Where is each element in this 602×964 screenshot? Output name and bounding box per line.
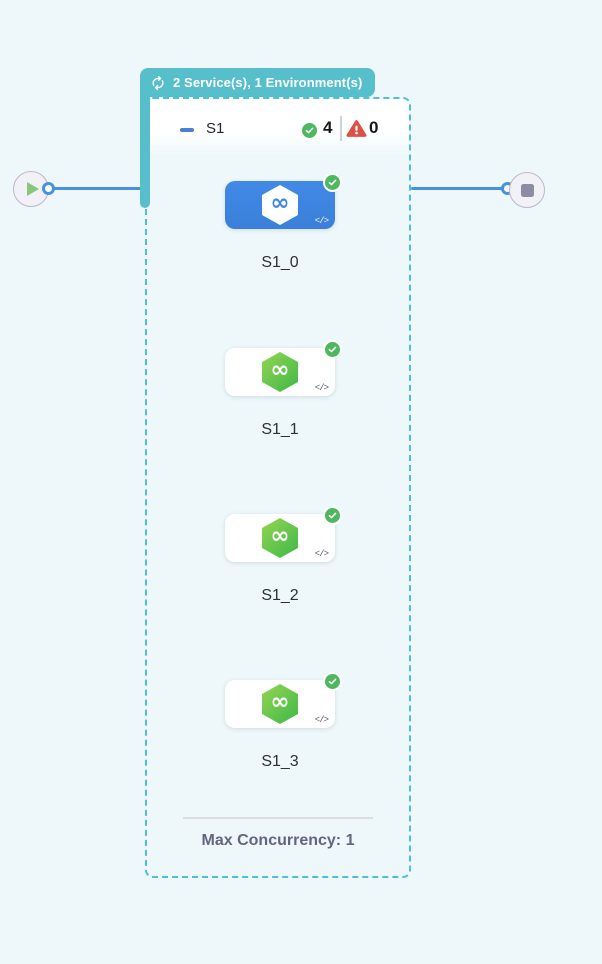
stage-services-badge[interactable]: 2 Service(s), 1 Environment(s) — [140, 68, 376, 97]
step-success-icon — [323, 672, 342, 691]
pipeline-end-node — [509, 172, 545, 208]
play-icon — [26, 182, 39, 196]
stage-group-container — [145, 97, 411, 878]
step-label: S1_2 — [261, 587, 299, 604]
stage-success-summary — [300, 121, 319, 140]
step-card-s1-2[interactable]: ∞ </> — [225, 506, 342, 562]
max-concurrency-label: Max Concurrency: 1 — [201, 832, 355, 849]
service-infinity-icon: ∞ — [262, 684, 298, 724]
stage-services-badge-label: 2 Service(s), 1 Environment(s) — [173, 75, 363, 90]
service-infinity-icon: ∞ — [262, 518, 298, 558]
step-card-s1-1[interactable]: ∞ </> — [225, 340, 342, 396]
stage-header-band — [147, 99, 409, 155]
stage-name[interactable]: S1 — [206, 120, 225, 137]
step-label: S1_0 — [261, 254, 299, 271]
edge-stage-to-end — [411, 187, 509, 190]
step-card-s1-0[interactable]: ∞ </> — [225, 173, 342, 229]
step-label: S1_3 — [261, 753, 299, 770]
start-connector-port — [42, 182, 55, 195]
edge-start-to-stage — [52, 187, 141, 190]
code-icon[interactable]: </> — [314, 383, 329, 393]
stage-badge-tab — [140, 96, 150, 208]
service-infinity-icon: ∞ — [262, 352, 298, 392]
warning-triangle-icon — [346, 119, 367, 144]
infinity-glyph: ∞ — [270, 689, 290, 715]
service-infinity-icon: ∞ — [262, 185, 298, 225]
infinity-glyph: ∞ — [270, 190, 290, 216]
step-success-icon — [323, 506, 342, 525]
code-icon[interactable]: </> — [314, 216, 329, 226]
failure-count: 0 — [369, 118, 379, 137]
step-label: S1_1 — [261, 421, 299, 438]
count-divider — [340, 116, 342, 141]
check-circle-icon — [300, 121, 319, 140]
footer-divider — [183, 817, 373, 819]
collapse-stage-icon[interactable] — [180, 128, 194, 132]
step-card-s1-3[interactable]: ∞ </> — [225, 672, 342, 728]
step-success-icon — [323, 340, 342, 359]
step-success-icon — [323, 173, 342, 192]
infinity-glyph: ∞ — [270, 523, 290, 549]
code-icon[interactable]: </> — [314, 715, 329, 725]
code-icon[interactable]: </> — [314, 549, 329, 559]
loop-icon — [152, 75, 164, 90]
stop-icon — [520, 183, 534, 197]
success-count: 4 — [323, 118, 333, 137]
infinity-glyph: ∞ — [270, 357, 290, 383]
